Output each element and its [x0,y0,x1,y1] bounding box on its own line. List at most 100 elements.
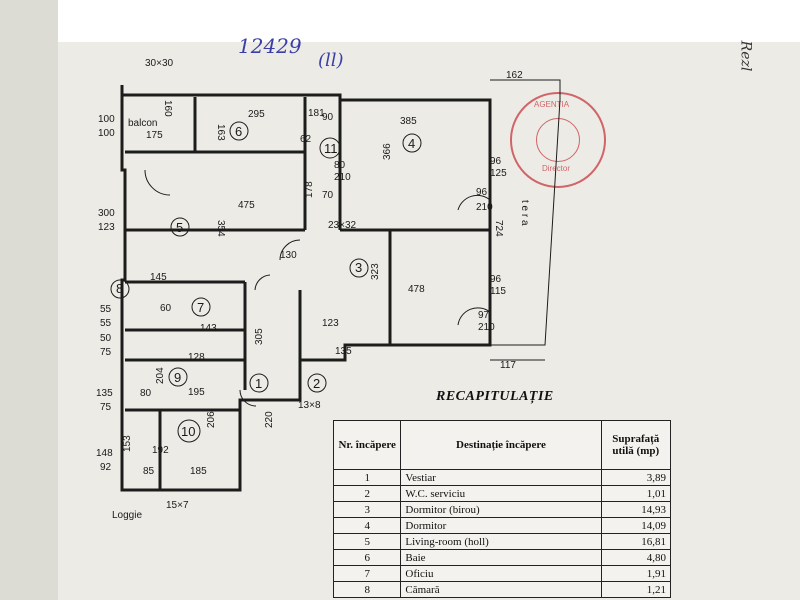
terrace-outline [490,79,561,346]
svg-text:195: 195 [188,387,205,398]
top-blank-area [58,0,800,42]
svg-text:178: 178 [304,181,315,198]
room-number-6: 6 [235,124,242,139]
svg-text:55: 55 [100,304,112,315]
svg-text:130: 130 [280,250,297,261]
svg-text:100: 100 [98,128,115,139]
handwritten-number: 12429 [238,34,302,58]
svg-text:92: 92 [100,462,112,473]
table-row: 2 W.C. serviciu 1,01 [332,485,672,502]
svg-text:80: 80 [140,388,152,399]
svg-text:206: 206 [206,411,217,428]
header-nr: Nr. încăpere [332,420,402,470]
svg-text:204: 204 [155,367,166,384]
svg-text:117: 117 [500,360,516,371]
svg-text:475: 475 [238,200,255,211]
svg-text:210: 210 [476,202,493,213]
svg-text:75: 75 [100,402,112,413]
svg-text:153: 153 [122,435,133,452]
door-swings [144,169,491,407]
svg-text:135: 135 [96,388,113,399]
table-row: 1 Vestiar 3,89 [332,469,672,486]
svg-text:163: 163 [215,124,226,141]
room-number-3: 3 [355,260,362,275]
svg-text:75: 75 [100,347,112,358]
svg-text:96: 96 [476,187,488,198]
svg-text:354: 354 [215,220,226,237]
room-number-10: 10 [181,424,195,439]
room-number-9: 9 [174,370,181,385]
svg-text:478: 478 [408,284,425,295]
svg-text:97: 97 [478,310,490,321]
svg-text:123: 123 [98,222,115,233]
recap-table: Nr. încăpere Destinație încăpere Suprafa… [332,420,672,598]
svg-text:323: 323 [370,263,381,280]
svg-text:128: 128 [188,352,205,363]
interior-walls [125,97,490,490]
page-binding-edge [0,0,58,600]
svg-text:148: 148 [96,448,113,459]
header-area: Suprafață utilă (mp) [600,420,672,470]
svg-text:175: 175 [146,130,163,141]
room-number-4: 4 [408,136,415,151]
svg-text:160: 160 [162,100,173,117]
svg-text:100: 100 [98,114,115,125]
table-row: 3 Dormitor (birou) 14,93 [332,501,672,518]
table-row: 4 Dormitor 14,09 [332,517,672,534]
terrace-label: t e r a [519,200,530,226]
svg-text:162: 162 [506,70,523,81]
svg-text:55: 55 [100,318,112,329]
svg-text:145: 145 [150,272,167,283]
stamp-inner-ring [536,118,580,162]
recap-header-row: Nr. încăpere Destinație încăpere Suprafa… [332,420,672,470]
svg-text:210: 210 [334,172,351,183]
svg-text:80: 80 [334,160,346,171]
loggia-label: Loggie [112,510,142,521]
svg-text:70: 70 [322,190,334,201]
dim-bottom-15x7: 15×7 [166,500,189,511]
table-row: 5 Living-room (holl) 16,81 [332,533,672,550]
balcony-label: balcon [128,118,157,129]
room-number-5: 5 [176,220,183,235]
svg-text:300: 300 [98,208,115,219]
svg-text:135: 135 [335,346,352,357]
svg-text:62: 62 [300,134,312,145]
svg-text:220: 220 [264,411,275,428]
svg-text:96: 96 [490,274,502,285]
svg-text:210: 210 [478,322,495,333]
svg-text:385: 385 [400,116,417,127]
svg-text:192: 192 [152,445,169,456]
svg-text:123: 123 [322,318,339,329]
svg-text:90: 90 [322,112,334,123]
handwritten-initials: (ll) [318,50,344,71]
table-row: 8 Cămară 1,21 [332,581,672,598]
svg-text:305: 305 [254,328,265,345]
dimension-numbers: 162 385 295 475 354 366 323 478 145 724 … [96,70,523,477]
room-number-2: 2 [313,376,320,391]
room-number-11: 11 [324,141,338,156]
svg-text:115: 115 [490,286,506,297]
recap-title: RECAPITULAȚIE [436,389,554,404]
svg-text:181: 181 [308,108,325,119]
room-number-7: 7 [197,300,204,315]
table-row: 6 Baie 4,80 [332,549,672,566]
svg-text:185: 185 [190,466,207,477]
room-number-8: 8 [116,281,123,296]
header-destination: Destinație încăpere [400,420,602,470]
dim-13x8: 13×8 [298,400,321,411]
table-row: 7 Oficiu 1,91 [332,565,672,582]
svg-text:143: 143 [200,323,217,334]
svg-text:60: 60 [160,303,172,314]
svg-text:96: 96 [490,156,502,167]
svg-text:295: 295 [248,109,265,120]
dim-23x32: 23×32 [328,220,357,231]
svg-text:366: 366 [382,143,393,160]
dim-top-30x30: 30×30 [145,58,174,69]
svg-text:125: 125 [490,168,507,179]
room-number-1: 1 [255,376,262,391]
svg-text:50: 50 [100,333,112,344]
room-numbers: 1 2 3 4 5 6 7 8 9 10 11 [110,121,422,443]
svg-text:724: 724 [493,220,504,237]
svg-text:85: 85 [143,466,155,477]
